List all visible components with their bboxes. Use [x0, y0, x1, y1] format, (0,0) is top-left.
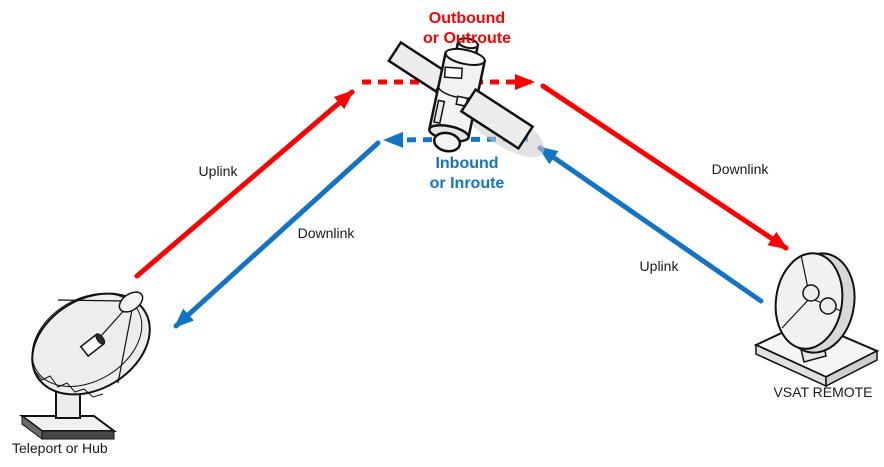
vsat-spoke-left [781, 297, 811, 329]
vsat-base-front-right [825, 349, 878, 388]
vsat-label: VSAT REMOTE [773, 384, 872, 400]
solar-panel-right [459, 87, 535, 151]
satellite-antenna-cap [457, 37, 479, 50]
inbound-title-line2: or Inroute [430, 175, 505, 192]
hub-downlink-label: Downlink [298, 225, 356, 241]
satellite-icon [387, 37, 545, 158]
teleport-reflector-rim [31, 293, 143, 387]
satellite-dome [432, 131, 462, 153]
vsat-feed-1 [802, 284, 820, 302]
remote-downlink-label: Downlink [712, 161, 770, 177]
teleport-base-side [21, 415, 43, 440]
teleport-dish-icon [19, 291, 151, 440]
teleport-lnb-cap [95, 333, 106, 345]
remote-uplink-arrow [537, 145, 764, 304]
outbound-title-line2: or Outroute [423, 30, 511, 47]
hub-downlink-arrow [173, 140, 381, 329]
teleport-label: Teleport or Hub [12, 440, 108, 456]
hub-uplink-arrow [134, 89, 355, 279]
hub-uplink-label: Uplink [199, 163, 239, 179]
satellite-hatch-1 [443, 66, 464, 80]
teleport-feed-strut-3 [117, 309, 133, 384]
satellite-body [427, 37, 487, 153]
inbound-title-line1: Inbound [435, 155, 498, 172]
teleport-base-front [41, 430, 115, 440]
vsat-feed-2 [819, 297, 837, 315]
teleport-feed-strut-1 [57, 299, 125, 302]
remote-downlink-arrow [540, 83, 789, 251]
satellite-hatch-3 [433, 99, 446, 125]
remote-uplink-label: Uplink [640, 258, 680, 274]
teleport-truss [33, 369, 104, 398]
outbound-title-line1: Outbound [429, 10, 505, 27]
vsat-dish-icon [753, 252, 880, 388]
satellite-bus-top [444, 47, 486, 66]
teleport-feed-horn [118, 291, 144, 313]
teleport-lnb [79, 333, 106, 358]
